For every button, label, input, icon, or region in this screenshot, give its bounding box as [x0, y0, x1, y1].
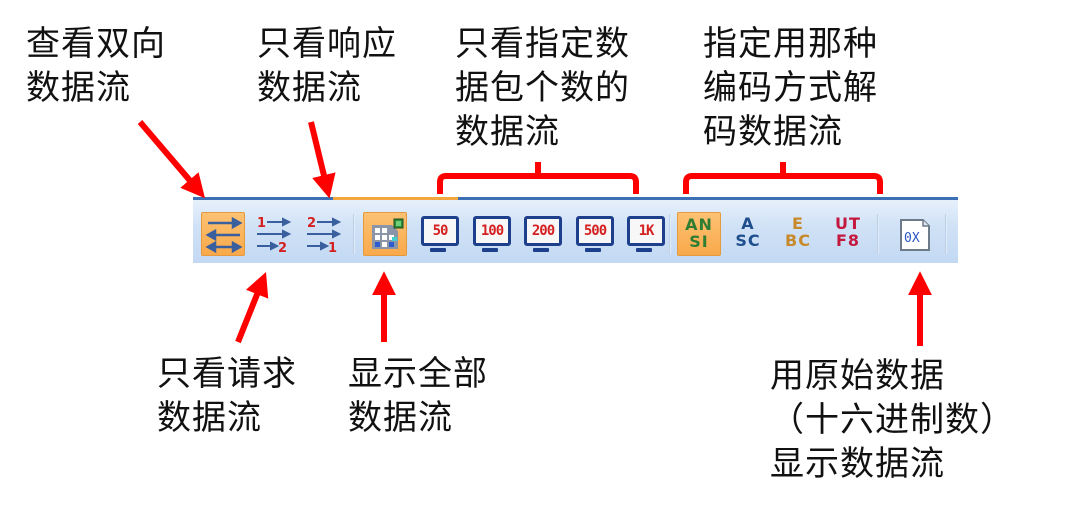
label-encoding: 指定用那种 编码方式解 码数据流 — [703, 24, 878, 152]
monitor-icon: 50 — [421, 216, 459, 246]
monitor-icon: 500 — [576, 216, 614, 246]
monitor-icon: 1K — [627, 216, 665, 246]
bidirectional-arrows-icon — [205, 216, 243, 254]
svg-text:1: 1 — [257, 216, 266, 231]
toolbar-separator — [353, 214, 355, 254]
show-200-packets-button[interactable]: 200 — [522, 214, 562, 252]
svg-text:2: 2 — [307, 216, 316, 231]
show-1k-packets-button[interactable]: 1K — [625, 214, 665, 252]
label-packet-count: 只看指定数 据包个数的 数据流 — [455, 24, 630, 152]
stream-toolbar: 1 2 2 1 — [193, 197, 958, 263]
label-request-only: 只看请求 数据流 — [157, 354, 297, 438]
show-500-packets-button[interactable]: 500 — [574, 214, 614, 252]
request-arrows-icon: 1 2 — [257, 216, 292, 256]
svg-text:0X: 0X — [904, 231, 920, 246]
label-response-only: 只看响应 数据流 — [257, 24, 397, 108]
label-hex-raw: 用原始数据 （十六进制数） 显示数据流 — [770, 356, 1015, 484]
label-bidirectional: 查看双向 数据流 — [26, 24, 166, 108]
monitor-icon: 100 — [473, 216, 511, 246]
hex-view-button[interactable]: 0X — [893, 212, 937, 256]
show-100-packets-button[interactable]: 100 — [471, 214, 511, 252]
request-only-button[interactable]: 1 2 — [251, 212, 295, 256]
grid-all-icon — [372, 218, 404, 249]
response-only-button[interactable]: 2 1 — [301, 212, 345, 256]
svg-text:2: 2 — [278, 241, 287, 256]
svg-text:1: 1 — [328, 241, 337, 256]
response-arrows-icon: 2 1 — [307, 216, 342, 256]
bidirectional-button[interactable] — [201, 212, 245, 256]
hex-document-icon: 0X — [900, 219, 930, 251]
toolbar-separator — [877, 214, 879, 254]
toolbar-separator — [945, 214, 947, 254]
label-show-all: 显示全部 数据流 — [348, 354, 488, 438]
toolbar-accent — [333, 197, 458, 200]
show-all-button[interactable] — [363, 212, 407, 256]
toolbar-separator — [669, 214, 671, 254]
show-50-packets-button[interactable]: 50 — [419, 214, 459, 252]
monitor-icon: 200 — [524, 216, 562, 246]
